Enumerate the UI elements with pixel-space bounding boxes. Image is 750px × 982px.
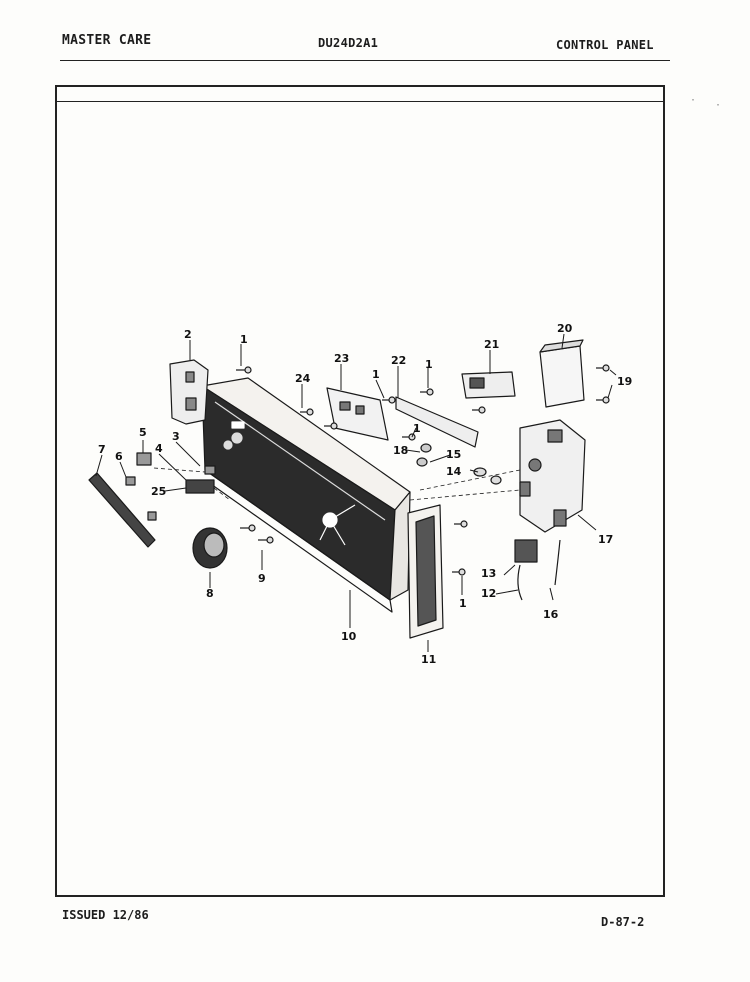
page-code: D-87-2 [601,915,645,929]
callout-1c: 1 [372,368,380,381]
diagram-frame [55,85,665,897]
terminal-block [514,539,538,563]
callout-6: 6 [115,450,123,463]
indicator-lens [204,465,216,475]
callout-21: 21 [484,338,499,351]
callout-23: 23 [334,352,349,365]
callout-11: 11 [421,653,436,666]
grommet [420,443,432,453]
section-title: CONTROL PANEL [556,38,654,52]
alignment-lines [153,467,521,501]
callout-2: 2 [184,328,192,341]
control-panel-console [201,377,411,613]
clip [147,511,157,521]
callout-1e: 1 [459,597,467,610]
callout-15: 15 [446,448,461,461]
model-number: DU24D2A1 [318,36,379,50]
timer-cover [539,339,585,408]
callout-7: 7 [98,443,106,456]
selector-knob [192,527,228,569]
button-insert [125,476,136,486]
light-socket [416,457,428,467]
callout-17: 17 [598,533,613,546]
callout-18: 18 [393,444,408,457]
callout-16: 16 [543,608,559,621]
lamp-socket [490,475,502,485]
callout-13: 13 [481,567,496,580]
callout-labels: 1 2 3 4 5 6 7 8 9 10 11 12 13 14 15 16 1… [98,322,632,666]
callout-12: 12 [481,587,496,600]
callout-1a: 1 [240,333,248,346]
switch-button [136,452,152,466]
brand-title: MASTER CARE [62,33,152,48]
callout-5: 5 [139,426,147,439]
callout-24: 24 [295,372,311,385]
callout-22: 22 [391,354,406,367]
callout-3: 3 [172,430,180,443]
issued-date: ISSUED 12/86 [62,908,149,922]
switch-bracket [326,387,389,441]
callout-19: 19 [617,375,632,388]
callout-9: 9 [258,572,266,585]
leader-lines [95,333,617,652]
callout-25: 25 [151,485,166,498]
scan-speck: · [715,100,722,111]
side-trim-right [407,504,444,639]
end-bracket-left [169,359,209,425]
wire-lead [517,564,523,601]
callout-14: 14 [446,465,462,478]
callout-8: 8 [206,587,214,600]
callout-4: 4 [155,442,163,455]
name-plate [88,472,156,548]
door-switch [461,371,516,399]
frame-title-rule [57,101,663,102]
window-lens [185,479,215,494]
callout-20: 20 [557,322,573,335]
callout-10: 10 [341,630,357,643]
timer-assembly [519,419,586,533]
scan-speck: · [690,95,697,106]
callout-1d: 1 [413,422,421,435]
header-rule [60,60,670,61]
timer-wire [554,539,561,586]
indicator-lamp [473,467,487,477]
callout-1b: 1 [425,358,433,371]
mounting-rail [395,396,479,448]
